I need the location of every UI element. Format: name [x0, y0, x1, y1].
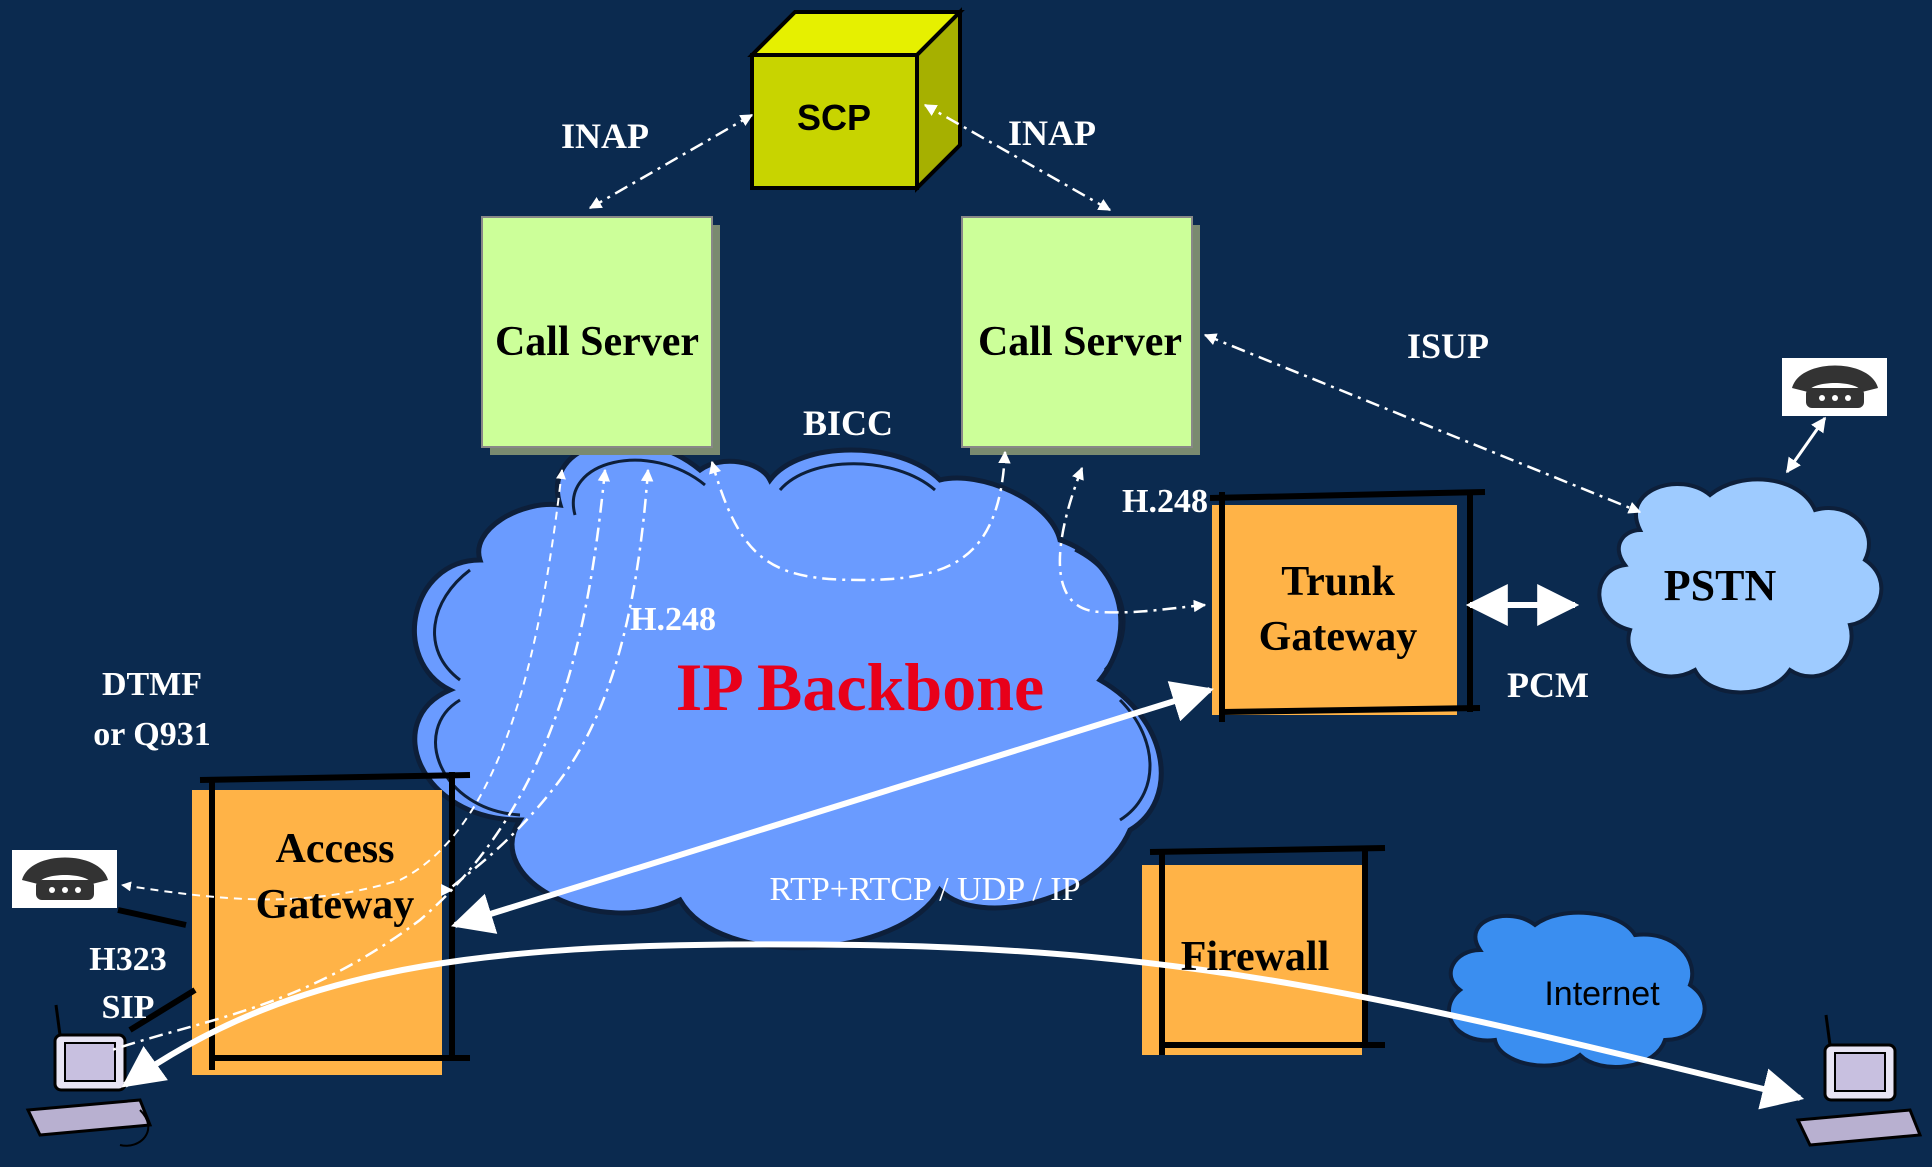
access-terminal-line [128, 987, 197, 1033]
inap-left-label: INAP [561, 116, 649, 156]
access-gateway-label-2: Gateway [256, 882, 415, 928]
call-server-2-label: Call Server [978, 319, 1182, 365]
isup-link [1203, 333, 1642, 514]
internet-label: Internet [1544, 975, 1660, 1013]
phone-access-icon [12, 850, 117, 908]
inap-right-label: INAP [1008, 113, 1096, 153]
h323-sip-link [111, 468, 611, 1052]
dtmf-links [121, 469, 566, 901]
dtmf-label-1: DTMF [102, 666, 202, 703]
rtp-label: RTP+RTCP / UDP / IP [769, 871, 1080, 908]
firewall-label: Firewall [1181, 934, 1330, 980]
bearer-links [121, 584, 1805, 1110]
terminal-right-icon [1795, 1014, 1923, 1147]
h323-label-1: H323 [89, 941, 166, 978]
h248-access-label: H.248 [630, 601, 716, 638]
signalling-links [111, 103, 1642, 1052]
terminal-left-icon [25, 1004, 153, 1147]
call-server-2-box [961, 216, 1193, 448]
call-server-1-box [481, 216, 713, 448]
access-phone-line [117, 907, 187, 928]
h248-trunk-link [1058, 466, 1207, 614]
bicc-label: BICC [803, 403, 893, 443]
inap-link-right [923, 103, 1112, 212]
h248-trunk-label: H.248 [1122, 483, 1208, 520]
rtp-internet-link [121, 941, 1805, 1110]
scp-label: SCP [797, 97, 871, 138]
pstn-phone-link [1785, 416, 1827, 474]
ip-backbone-label: IP Backbone [676, 649, 1044, 725]
call-server-1-label: Call Server [495, 319, 699, 365]
bicc-link [709, 450, 1011, 582]
phone-pstn-icon [1782, 358, 1887, 416]
isup-label: ISUP [1407, 326, 1489, 366]
trunk-gateway-node [1209, 489, 1486, 722]
h323-label-2: SIP [102, 989, 155, 1026]
inap-link-left [588, 113, 754, 210]
pcm-label: PCM [1507, 665, 1589, 705]
pstn-cloud [1597, 477, 1884, 695]
pstn-label: PSTN [1664, 561, 1777, 610]
trunk-gateway-label-2: Gateway [1259, 614, 1418, 660]
rtp-trunk-link [450, 681, 1215, 934]
dtmf-label-2: or Q931 [93, 716, 210, 753]
trunk-gateway-label-1: Trunk [1281, 559, 1395, 605]
access-gateway-label-1: Access [276, 826, 395, 872]
